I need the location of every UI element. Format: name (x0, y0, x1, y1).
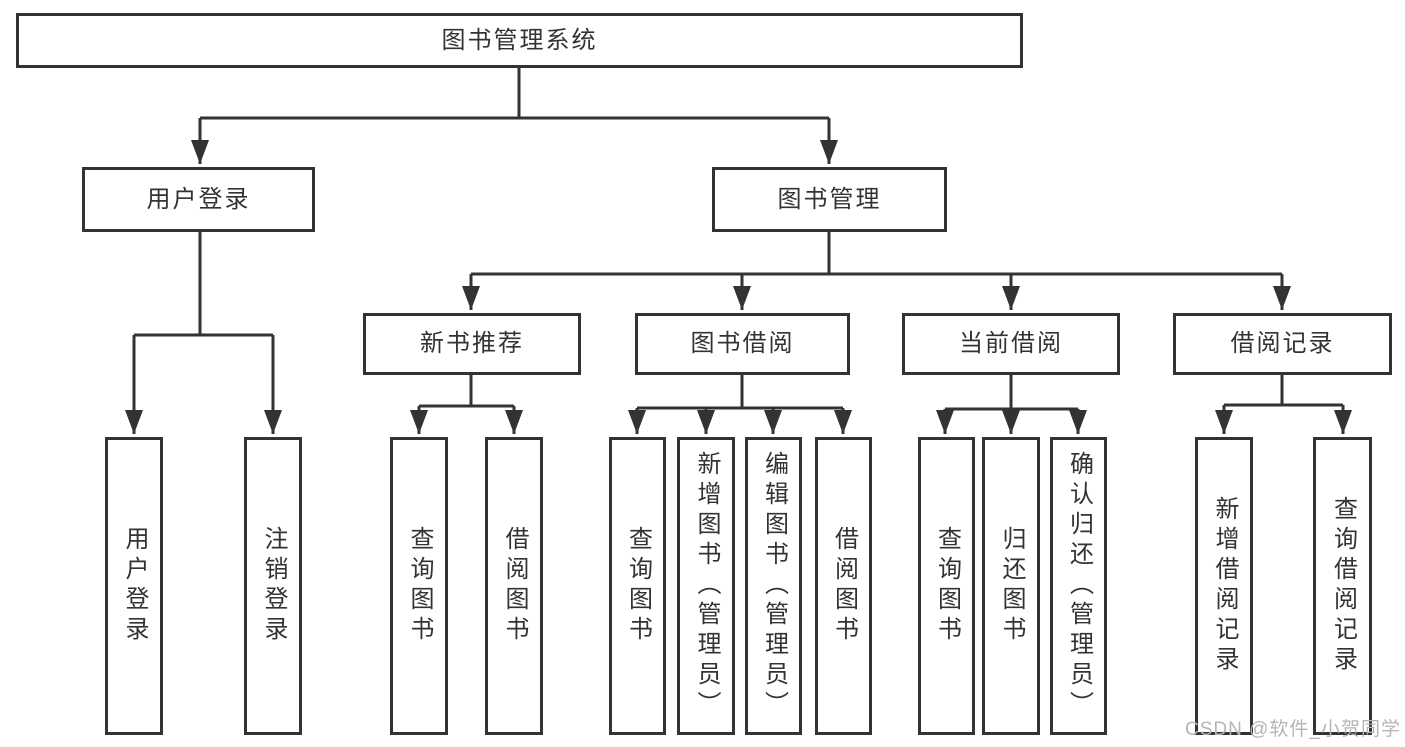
node-label: 新增图书（管理员） (693, 451, 720, 721)
node-book-borrowing: 图书借阅 (635, 313, 850, 375)
node-label: 编辑图书（管理员） (760, 451, 788, 721)
connector-new-book-recommend-branch (419, 375, 514, 408)
connector-user-login-branch (134, 232, 273, 337)
node-label: 图书管理 (777, 185, 882, 213)
node-br-add-record-leaf: 新增借阅记录 (1195, 437, 1253, 735)
connector-book-borrowing-branch (637, 375, 843, 410)
node-nbr-query-books-leaf: 查询图书 (390, 437, 448, 735)
node-new-book-recommend: 新书推荐 (363, 313, 581, 375)
connector-borrowing-records-branch (1224, 375, 1343, 407)
node-label: 查询借阅记录 (1329, 496, 1357, 676)
node-label: 借阅图书 (501, 526, 528, 646)
node-nbr-borrow-books-leaf: 借阅图书 (485, 437, 543, 735)
node-label: 查询图书 (624, 526, 652, 646)
node-label: 借阅图书 (830, 526, 858, 646)
connector-book-management-branch (471, 232, 1282, 276)
node-bb-edit-books-admin-leaf: 编辑图书（管理员） (745, 437, 802, 735)
connector-current-borrowing-branch (945, 375, 1078, 411)
node-bb-query-books-leaf: 查询图书 (609, 437, 666, 735)
node-current-borrowing: 当前借阅 (902, 313, 1120, 375)
node-label: 注销登录 (260, 526, 287, 646)
node-bb-borrow-books-leaf: 借阅图书 (815, 437, 872, 735)
node-label: 借阅记录 (1230, 330, 1335, 357)
node-bb-add-books-admin-leaf: 新增图书（管理员） (677, 437, 735, 735)
node-label: 新增借阅记录 (1211, 496, 1238, 676)
node-cb-query-books-leaf: 查询图书 (918, 437, 975, 735)
node-label: 图书管理系统 (441, 26, 598, 54)
node-user-login: 用户登录 (82, 167, 315, 232)
node-borrowing-records: 借阅记录 (1173, 313, 1392, 375)
node-cb-return-books-leaf: 归还图书 (982, 437, 1040, 735)
node-logout-leaf: 注销登录 (244, 437, 302, 735)
node-label: 查询图书 (933, 526, 961, 646)
csdn-watermark: CSDN @软件_小贺同学 (1185, 719, 1401, 740)
node-library-management-system: 图书管理系统 (16, 13, 1023, 68)
node-label: 用户登录 (121, 526, 148, 646)
connector-root-to-level2 (200, 68, 829, 120)
node-label: 新书推荐 (420, 330, 524, 357)
node-book-management: 图书管理 (712, 167, 947, 232)
node-label: 查询图书 (406, 526, 433, 646)
node-label: 用户登录 (146, 185, 251, 213)
node-label: 归还图书 (998, 526, 1025, 646)
node-user-login-leaf: 用户登录 (105, 437, 163, 735)
node-cb-confirm-return-admin-leaf: 确认归还（管理员） (1050, 437, 1107, 735)
node-br-query-record-leaf: 查询借阅记录 (1313, 437, 1372, 735)
node-label: 当前借阅 (959, 330, 1063, 357)
node-label: 图书借阅 (690, 330, 795, 357)
node-label: 确认归还（管理员） (1065, 451, 1093, 721)
